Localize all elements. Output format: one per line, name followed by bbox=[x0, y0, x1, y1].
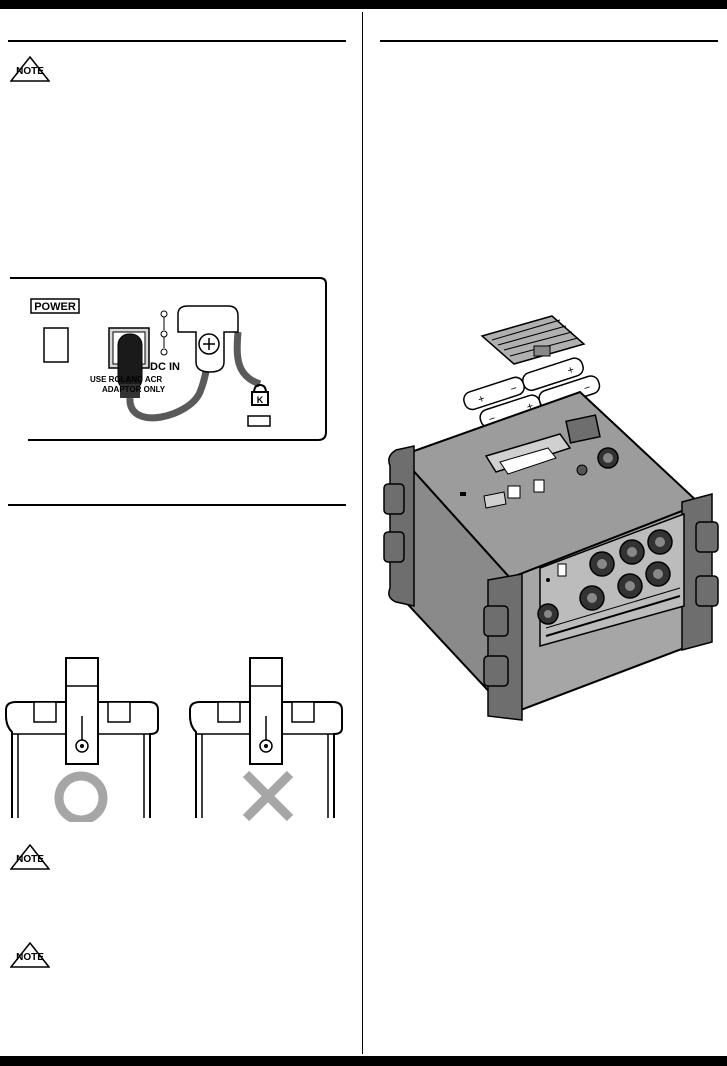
adaptor-label-1: USE ROLAND ACR bbox=[90, 375, 162, 384]
strap-wrong-example bbox=[189, 657, 343, 822]
svg-text:NOTE: NOTE bbox=[16, 66, 44, 77]
dc-in-label: DC IN bbox=[150, 361, 180, 373]
svg-text:+: + bbox=[477, 393, 487, 406]
note-icon: NOTE bbox=[10, 942, 50, 968]
note-icon: NOTE bbox=[10, 844, 50, 870]
rear-panel-illustration: POWER DC IN USE ROLAND ACR ADAPTOR ONLY … bbox=[10, 277, 327, 441]
strap-correct-example bbox=[5, 657, 159, 822]
strap-illustration bbox=[5, 657, 343, 822]
svg-text:−: − bbox=[509, 382, 519, 395]
cross-ng-icon bbox=[242, 770, 294, 822]
svg-text:+: + bbox=[525, 400, 535, 413]
section-rule-1 bbox=[8, 40, 346, 42]
svg-text:NOTE: NOTE bbox=[16, 854, 44, 865]
svg-text:+: + bbox=[566, 364, 576, 377]
batteries: + − + − + − bbox=[463, 357, 601, 429]
top-bar bbox=[0, 0, 727, 9]
svg-text:−: − bbox=[582, 382, 592, 395]
column-divider bbox=[362, 12, 363, 1054]
bottom-bar bbox=[0, 1056, 727, 1066]
svg-text:−: − bbox=[487, 413, 497, 426]
power-switch bbox=[43, 327, 69, 363]
note-icon: NOTE bbox=[10, 56, 50, 82]
svg-text:NOTE: NOTE bbox=[16, 952, 44, 963]
adaptor-label-2: ADAPTOR ONLY bbox=[102, 385, 166, 394]
amplifier-battery-illustration: + − + − + − bbox=[383, 315, 719, 721]
power-label: POWER bbox=[34, 301, 76, 313]
security-lock-icon: K bbox=[251, 383, 269, 406]
svg-text:K: K bbox=[257, 395, 264, 405]
section-rule-3 bbox=[380, 40, 718, 42]
section-rule-2 bbox=[8, 504, 346, 506]
battery-cover bbox=[480, 315, 586, 365]
circle-ok-icon bbox=[54, 771, 108, 822]
